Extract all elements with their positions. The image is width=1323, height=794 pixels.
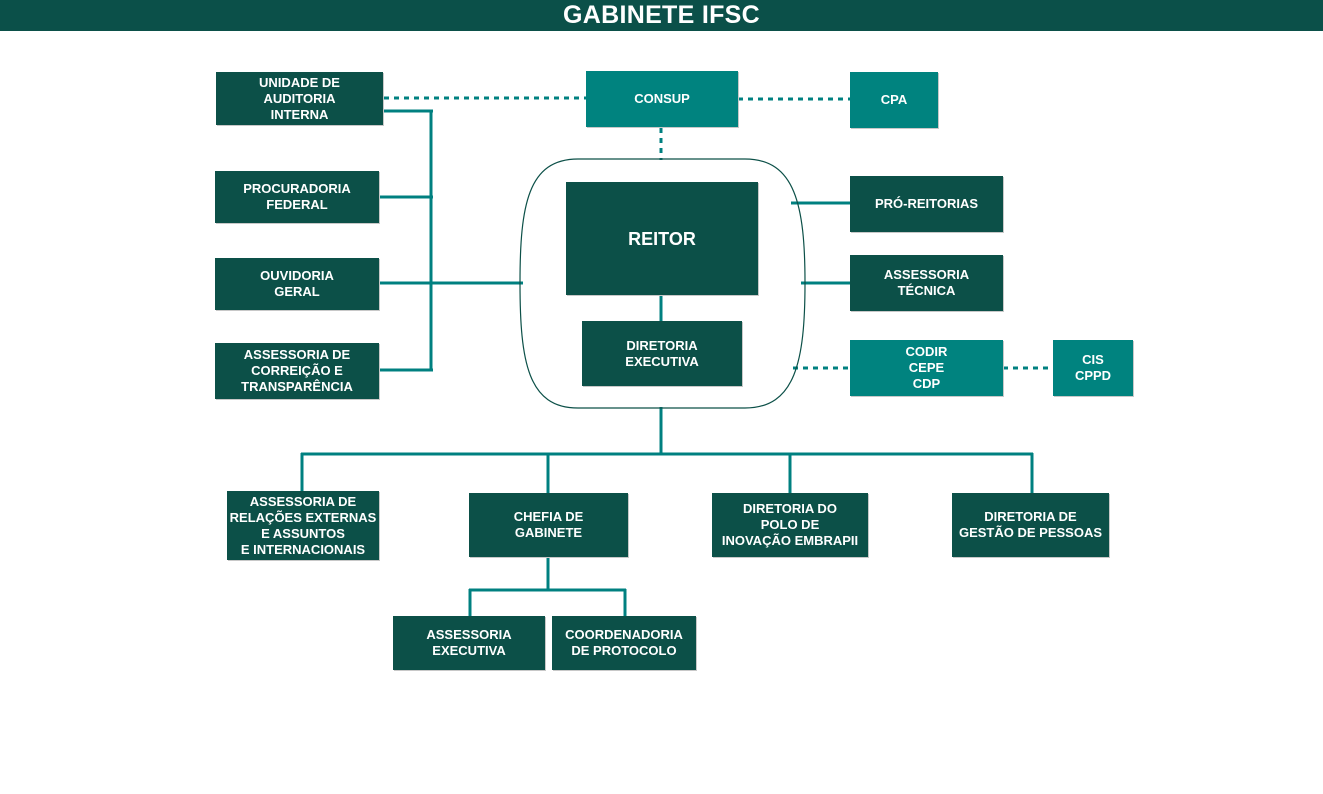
cpa-label: CPA: [880, 92, 908, 107]
chefia-gabinete-label: CHEFIA DE GABINETE: [513, 509, 584, 540]
diretoria-executiva-label: DIRETORIA EXECUTIVA: [625, 337, 699, 369]
protocolo-label: COORDENADORIA DE PROTOCOLO: [565, 627, 683, 658]
ouvidoria-label: OUVIDORIA GERAL: [260, 268, 334, 299]
correicao-label: ASSESSORIA DE CORREIÇÃO E TRANSPARÊNCIA: [241, 347, 353, 394]
cis-box: CIS CPPD: [1053, 340, 1133, 396]
ouvidoria-box: OUVIDORIA GERAL: [215, 258, 379, 310]
relacoes-externas-label: ASSESSORIA DE RELAÇÕES EXTERNAS E ASSUNT…: [229, 493, 377, 557]
reitor-box: REITOR: [566, 182, 758, 295]
correicao-box: ASSESSORIA DE CORREIÇÃO E TRANSPARÊNCIA: [215, 343, 379, 399]
gestao-pessoas-label: DIRETORIA DE GESTÃO DE PESSOAS: [958, 509, 1103, 540]
page-title: GABINETE IFSC: [563, 1, 760, 29]
procuradoria-box: PROCURADORIA FEDERAL: [215, 171, 379, 223]
cpa-box: CPA: [850, 72, 938, 128]
polo-embrapii-box: DIRETORIA DO POLO DE INOVAÇÃO EMBRAPII: [712, 493, 868, 557]
reitoria-enclosure: [519, 158, 806, 409]
auditoria-box: UNIDADE DE AUDITORIA INTERNA: [216, 72, 383, 125]
pro-reitorias-box: PRÓ-REITORIAS: [850, 176, 1003, 232]
auditoria-label: UNIDADE DE AUDITORIA INTERNA: [259, 74, 340, 122]
reitor-label: REITOR: [628, 228, 696, 249]
chefia-gabinete-box: CHEFIA DE GABINETE: [469, 493, 628, 557]
pro-reitorias-label: PRÓ-REITORIAS: [874, 196, 979, 211]
assessoria-tecnica-label: ASSESSORIA TÉCNICA: [883, 267, 970, 298]
assessoria-tecnica-box: ASSESSORIA TÉCNICA: [850, 255, 1003, 311]
polo-embrapii-label: DIRETORIA DO POLO DE INOVAÇÃO EMBRAPII: [721, 501, 859, 548]
assessoria-executiva-label: ASSESSORIA EXECUTIVA: [426, 627, 512, 658]
gestao-pessoas-box: DIRETORIA DE GESTÃO DE PESSOAS: [952, 493, 1109, 557]
consup-box: CONSUP: [586, 71, 738, 127]
procuradoria-label: PROCURADORIA FEDERAL: [243, 181, 351, 212]
relacoes-externas-box: ASSESSORIA DE RELAÇÕES EXTERNAS E ASSUNT…: [227, 491, 379, 560]
cis-label: CIS CPPD: [1074, 352, 1112, 383]
assessoria-executiva-box: ASSESSORIA EXECUTIVA: [393, 616, 545, 670]
consup-label: CONSUP: [634, 91, 690, 106]
header-bar: GABINETE IFSC: [0, 0, 1323, 31]
protocolo-box: COORDENADORIA DE PROTOCOLO: [552, 616, 696, 670]
diretoria-executiva-box: DIRETORIA EXECUTIVA: [582, 321, 742, 386]
codir-label: CODIR CEPE CDP: [905, 344, 948, 391]
codir-box: CODIR CEPE CDP: [850, 340, 1003, 396]
